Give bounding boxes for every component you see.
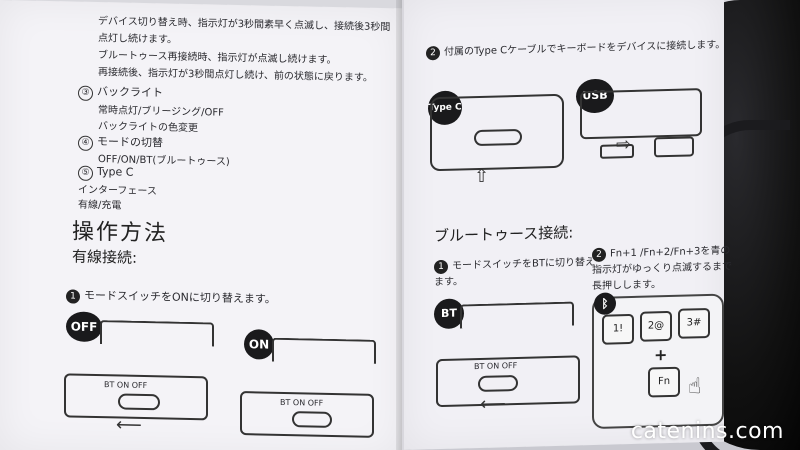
arrow-up-icon: ⇧ xyxy=(474,165,490,188)
keyboard-edge-illustration xyxy=(100,320,214,347)
mode-switch-on xyxy=(292,411,332,428)
keyboard-edge-illustration xyxy=(460,301,574,329)
switch-labels: BT ON OFF xyxy=(104,380,148,391)
key-3: 3# xyxy=(678,307,710,339)
item-3-line2: バックライトの色変更 xyxy=(98,121,198,135)
key-fn: Fn xyxy=(648,366,680,398)
mode-switch-bt xyxy=(478,374,518,393)
sub-title: 有線接続: xyxy=(72,247,138,267)
laptop-illustration xyxy=(580,88,702,140)
text-line: 再接続後、指示灯が3秒間点灯し続け、前の状態に戻ります。 xyxy=(98,67,373,84)
hand-press-icon: ☝ xyxy=(688,374,702,400)
key-2: 2@ xyxy=(640,310,672,342)
switch-labels: BT ON OFF xyxy=(280,397,324,408)
arrow-left-icon: ⟵ xyxy=(480,393,506,415)
item-5-line2: 有線/充電 xyxy=(78,199,122,212)
item-3-line1: 常時点灯/ブリージング/OFF xyxy=(98,105,224,119)
bt-switch-labels: BT ON OFF xyxy=(474,360,518,372)
typec-port xyxy=(474,128,522,147)
bt-step-1-cont: ます。 xyxy=(434,276,463,289)
bt-title: ブルートゥース接続: xyxy=(434,223,574,246)
plus-sign: + xyxy=(654,345,668,365)
watermark: catenins.com xyxy=(630,419,784,444)
usb-cable-plug xyxy=(654,136,694,158)
arrow-left-icon: ⟵ xyxy=(116,414,142,436)
mode-switch-off xyxy=(118,393,160,411)
arrow-right-icon: ⇨ xyxy=(616,134,632,156)
on-badge: ON xyxy=(244,329,274,360)
keyboard-edge-illustration xyxy=(272,337,376,364)
item-5-line1: インターフェース xyxy=(78,184,157,198)
section-title: 操作方法 xyxy=(72,219,169,247)
text-line: 点灯し続けます。 xyxy=(98,33,177,46)
bt-step-2-line2: 指示灯がゆっくり点滅するまで xyxy=(592,261,732,277)
left-page: デバイス切り替え時、指示灯が3秒間素早く点滅し、接続後3秒間 点灯し続けます。 … xyxy=(0,0,402,450)
bt-step-2-line3: 長押しします。 xyxy=(592,279,661,293)
off-badge: OFF xyxy=(66,311,102,343)
key-1: 1! xyxy=(602,313,634,345)
